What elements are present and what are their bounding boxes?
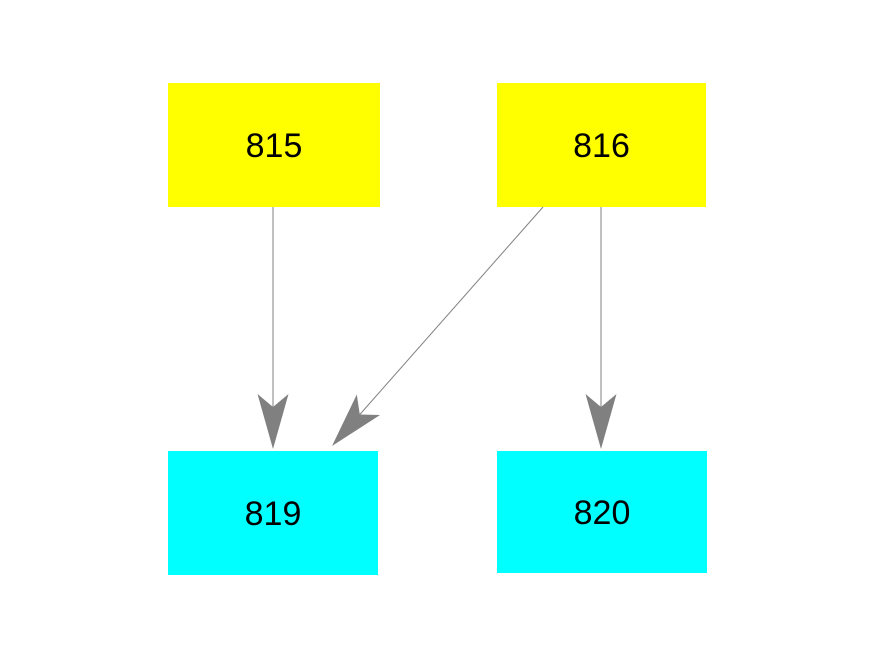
node-815[interactable]: 815 [168,83,380,207]
edge-815-819 [257,207,289,449]
node-rect-819[interactable] [168,451,378,575]
node-label-820: 820 [574,494,631,532]
edge-816-820 [585,207,617,449]
node-rect-815[interactable] [168,83,380,207]
arrowhead-icon [332,394,381,446]
arrowhead-icon [585,394,617,449]
arrowhead-icon [257,394,289,449]
node-rect-820[interactable] [497,451,707,573]
node-label-819: 819 [245,495,302,533]
node-819[interactable]: 819 [168,451,378,575]
node-rect-816[interactable] [497,83,706,207]
node-label-816: 816 [573,127,630,165]
node-816[interactable]: 816 [497,83,706,207]
node-820[interactable]: 820 [497,451,707,573]
edge-816-819 [332,206,544,446]
node-label-815: 815 [246,127,303,165]
edge-line-816-819 [359,206,544,415]
